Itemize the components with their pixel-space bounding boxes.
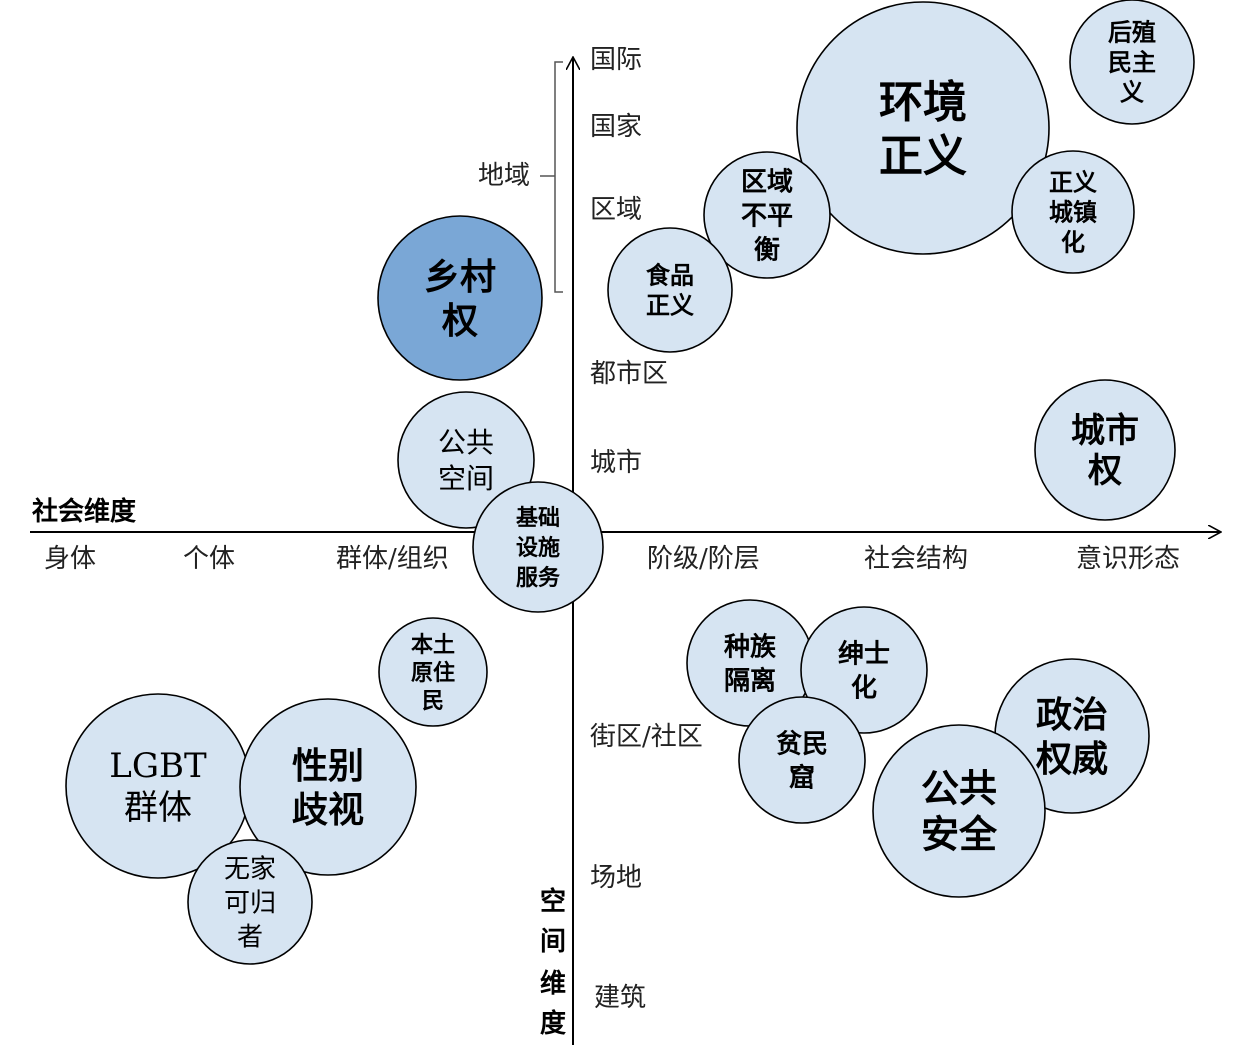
v-tick-international: 国际 xyxy=(590,45,642,75)
bubble-label-gentrification-1: 化 xyxy=(851,673,877,703)
bubble-circle-homeless xyxy=(187,839,313,965)
v-tick-metropolitan: 都市区 xyxy=(590,359,668,389)
bubble-label-homeless-1: 可归 xyxy=(224,888,276,918)
bubble-label-right-to-city-0: 城市 xyxy=(1071,411,1139,451)
bubble-label-lgbt-0: LGBT xyxy=(109,746,207,786)
v-tick-regional: 区域 xyxy=(590,195,642,225)
bubble-circle-postcolonialism xyxy=(1069,0,1195,125)
h-tick-individual: 个体 xyxy=(183,544,235,574)
bubble-label-regional-imbalance-2: 衡 xyxy=(754,234,780,265)
bubble-rural-rights: 乡村权 xyxy=(377,215,543,381)
bubble-label-slums-0: 贫民 xyxy=(776,728,828,759)
bubble-label-indigenous-1: 原住 xyxy=(411,660,455,686)
bubble-label-political-authority-0: 政治 xyxy=(1036,694,1108,736)
bubble-label-indigenous-0: 本土 xyxy=(411,632,455,658)
bubble-label-indigenous-2: 民 xyxy=(422,688,444,714)
bubble-circle-infrastructure-services xyxy=(472,481,604,613)
h-tick-class: 阶级/阶层 xyxy=(647,544,760,574)
bubble-circle-public-safety xyxy=(872,724,1046,898)
horizontal-axis-title: 社会维度 xyxy=(32,496,136,527)
bubble-circle-right-to-city xyxy=(1034,379,1176,521)
bubble-circle-gender-discrimination xyxy=(239,698,417,876)
h-tick-social-structure: 社会结构 xyxy=(864,544,968,574)
bubble-label-environmental-justice-1: 正义 xyxy=(879,131,967,182)
bubble-label-infrastructure-services-1: 设施 xyxy=(516,535,560,561)
bubble-layer: 环境正义后殖民主义区域不平衡正义城镇化食品正义乡村权公共空间城市权基础设施服务本… xyxy=(65,0,1195,965)
bubble-label-public-space-0: 公共 xyxy=(438,426,494,459)
v-tick-site: 场地 xyxy=(590,863,642,893)
bubble-label-gender-discrimination-0: 性别 xyxy=(292,745,364,787)
bubble-gentrification: 绅士化 xyxy=(800,606,928,734)
bubble-slums: 贫民窟 xyxy=(738,696,866,824)
bubble-label-postcolonialism-1: 民主 xyxy=(1108,48,1156,77)
bubble-label-rural-rights-0: 乡村 xyxy=(424,256,496,298)
v-tick-national: 国家 xyxy=(590,112,642,142)
bubble-circle-rural-rights xyxy=(377,215,543,381)
bubble-label-regional-imbalance-0: 区域 xyxy=(741,167,793,197)
bubble-label-gender-discrimination-1: 歧视 xyxy=(292,789,364,831)
bracket-label: 地域 xyxy=(478,161,530,191)
bubble-circle-environmental-justice xyxy=(796,1,1050,255)
bubble-label-regional-imbalance-1: 不平 xyxy=(741,201,793,231)
bubble-label-justice-urbanization-2: 化 xyxy=(1061,228,1085,257)
bubble-circle-slums xyxy=(738,696,866,824)
bubble-label-racial-segregation-1: 隔离 xyxy=(724,665,776,696)
vertical-axis-title-char-3: 维 xyxy=(540,968,566,999)
bubble-circle-food-justice xyxy=(607,227,733,353)
h-tick-ideology: 意识形态 xyxy=(1076,544,1180,574)
bubble-label-homeless-0: 无家 xyxy=(224,854,276,884)
v-tick-building: 建筑 xyxy=(594,983,646,1013)
bubble-label-racial-segregation-0: 种族 xyxy=(724,631,777,662)
bubble-label-slums-1: 窟 xyxy=(789,762,815,793)
vertical-axis-title-char-2: 间 xyxy=(540,927,566,957)
vertical-axis-title-char-1: 空 xyxy=(540,886,566,917)
bubble-label-food-justice-1: 正义 xyxy=(646,291,694,320)
bubble-label-justice-urbanization-1: 城镇 xyxy=(1049,198,1097,227)
bubble-label-public-safety-0: 公共 xyxy=(921,766,997,811)
bubble-label-infrastructure-services-2: 服务 xyxy=(516,565,561,591)
bubble-circle-gentrification xyxy=(800,606,928,734)
bubble-label-homeless-2: 者 xyxy=(237,922,263,952)
bubble-label-political-authority-1: 权威 xyxy=(1035,738,1108,780)
bubble-label-justice-urbanization-0: 正义 xyxy=(1049,168,1097,197)
bubble-label-postcolonialism-2: 义 xyxy=(1120,78,1144,107)
bubble-label-food-justice-0: 食品 xyxy=(646,261,694,290)
bubble-label-public-space-1: 空间 xyxy=(438,462,494,495)
bubble-right-to-city: 城市权 xyxy=(1034,379,1176,521)
h-tick-body: 身体 xyxy=(44,544,96,574)
vertical-axis-title-char-4: 度 xyxy=(540,1008,566,1039)
bubble-circle-regional-imbalance xyxy=(703,151,831,279)
bubble-label-infrastructure-services-0: 基础 xyxy=(516,505,560,531)
bubble-circle-indigenous xyxy=(378,617,488,727)
bubble-label-environmental-justice-0: 环境 xyxy=(879,77,967,128)
bubble-label-lgbt-1: 群体 xyxy=(124,788,192,828)
region-bracket xyxy=(540,61,563,293)
bubble-label-rural-rights-1: 权 xyxy=(441,300,478,342)
h-tick-group: 群体/组织 xyxy=(336,544,449,574)
v-tick-city: 城市 xyxy=(590,448,642,478)
bubble-label-gentrification-0: 绅士 xyxy=(838,639,890,669)
bubble-circle-justice-urbanization xyxy=(1011,150,1135,274)
bubble-label-postcolonialism-0: 后殖 xyxy=(1108,18,1156,47)
bubble-label-public-safety-1: 安全 xyxy=(921,812,998,857)
v-tick-neighborhood: 街区/社区 xyxy=(590,722,703,752)
bubble-label-right-to-city-1: 权 xyxy=(1087,451,1122,491)
